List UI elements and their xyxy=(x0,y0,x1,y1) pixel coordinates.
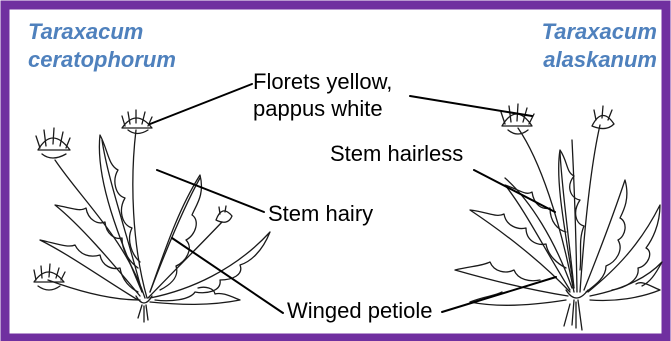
label-stem-hairy: Stem hairy xyxy=(268,200,373,227)
leader-florets-left xyxy=(150,84,252,124)
left-flower-head-upper-left xyxy=(36,128,70,158)
label-winged-petiole: Winged petiole xyxy=(287,297,433,324)
right-stem-right xyxy=(580,125,600,292)
species-title-right-genus: Taraxacum xyxy=(542,18,657,46)
left-leaves xyxy=(40,135,270,304)
right-plant-drawing xyxy=(455,104,662,330)
leader-florets-right xyxy=(410,96,532,116)
species-title-right: Taraxacum alaskanum xyxy=(542,18,657,74)
leader-stem-hairy xyxy=(157,170,264,212)
right-leaves xyxy=(455,150,662,305)
left-flower-bud-right xyxy=(216,206,232,222)
right-flower-head-right xyxy=(592,106,614,129)
species-title-right-epithet: alaskanum xyxy=(542,46,657,74)
label-florets-line1: Florets yellow, xyxy=(253,68,392,95)
left-flower-head-top xyxy=(122,110,152,134)
species-title-left: Taraxacum ceratophorum xyxy=(28,18,176,74)
left-flower-head-lower xyxy=(34,264,65,290)
label-florets-line2: pappus white xyxy=(253,95,392,122)
species-title-left-genus: Taraxacum xyxy=(28,18,176,46)
label-stem-hairless: Stem hairless xyxy=(330,140,463,167)
left-plant-drawing xyxy=(34,110,270,322)
label-florets: Florets yellow, pappus white xyxy=(253,68,392,122)
right-flower-head-left xyxy=(501,104,534,134)
species-title-left-epithet: ceratophorum xyxy=(28,46,176,74)
